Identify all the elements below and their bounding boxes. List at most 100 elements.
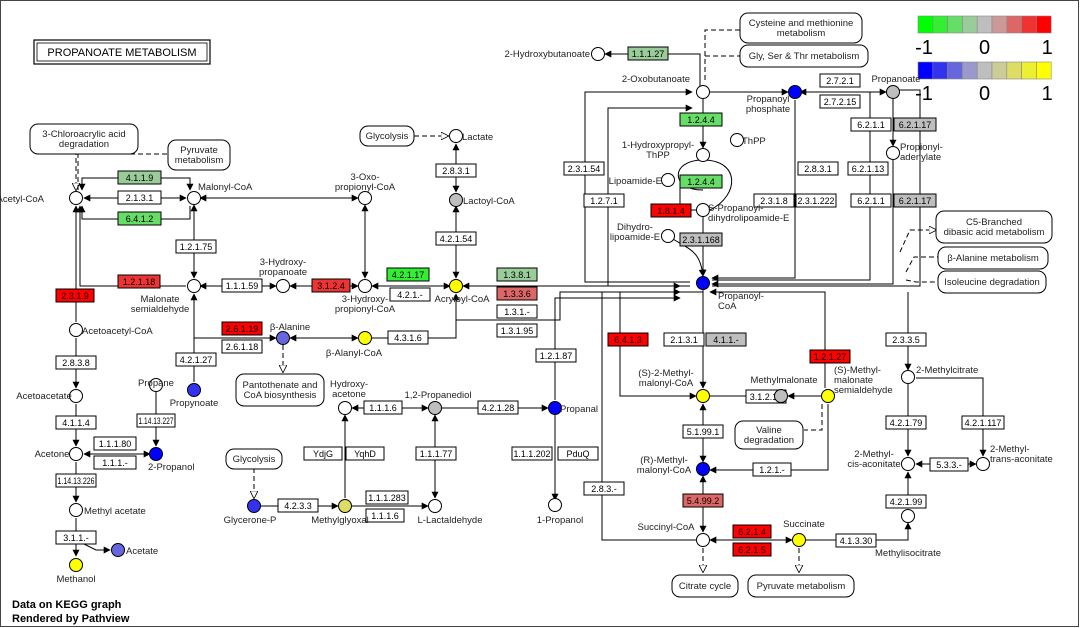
compound-node[interactable] [338, 499, 352, 513]
compound-methylglyoxal[interactable]: Methylglyoxal [311, 499, 369, 527]
enzyme-box[interactable]: 1.14.13.226 [55, 473, 97, 488]
compound-node[interactable] [428, 499, 442, 513]
enzyme-box[interactable]: 2.3.3.5 [885, 332, 927, 347]
compound-node[interactable] [69, 323, 83, 337]
enzyme-box[interactable]: 4.3.1.6 [387, 330, 429, 345]
compound-node[interactable] [661, 173, 675, 187]
enzyme-box[interactable]: 6.2.1.1 [850, 193, 892, 208]
compound-methanol[interactable]: Methanol [56, 558, 96, 586]
enzyme-box[interactable]: 1.1.1.59 [221, 278, 263, 293]
compound-2-propanol[interactable]: 2-Propanol [148, 447, 194, 474]
enzyme-box[interactable]: 5.3.3.- [929, 457, 969, 472]
enzyme-box[interactable]: 2.3.1.222 [795, 193, 837, 208]
compound-hydroxypropanoate[interactable]: 3-Hydroxy-propanoate [259, 257, 307, 293]
compound-node[interactable] [428, 401, 442, 415]
compound-propynoate[interactable]: Propynoate [170, 383, 219, 410]
compound-s-propanoyl[interactable]: S-Propanoyl-dihydrolipoamide-E [696, 203, 790, 224]
compound-node[interactable] [69, 191, 83, 205]
enzyme-box[interactable]: 4.1.1.4 [55, 415, 97, 430]
enzyme-box[interactable]: 2.8.3.- [583, 481, 625, 496]
enzyme-box[interactable]: 4.2.1.- [389, 287, 431, 302]
enzyme-box[interactable]: 2.6.1.18 [221, 339, 263, 354]
enzyme-box[interactable]: 4.2.1.117 [961, 415, 1005, 430]
compound-methylisocitrate[interactable]: Methylisocitrate [875, 509, 941, 560]
enzyme-box[interactable]: YqhD [345, 446, 385, 461]
compound-node[interactable] [111, 543, 125, 557]
compound-glycerone-p[interactable]: Glycerone-P [224, 499, 277, 527]
enzyme-box[interactable]: 3.1.2.4 [311, 278, 351, 293]
compound-acryloyl-coa[interactable]: Acryloyl-CoA [435, 279, 491, 306]
compound-hydroxypropionyl[interactable]: 3-Hydroxy-propionyl-CoA [335, 279, 396, 316]
enzyme-box[interactable]: 6.2.1.17 [893, 193, 937, 208]
enzyme-box[interactable]: 2.8.3.1 [797, 161, 839, 176]
enzyme-box[interactable]: 4.1.3.30 [835, 533, 877, 548]
enzyme-box[interactable]: PduQ [557, 446, 599, 461]
enzyme-box[interactable]: 6.2.1.4 [732, 524, 772, 539]
compound-acetyl-coa[interactable]: Acetyl-CoA [0, 191, 83, 206]
compound-node[interactable] [187, 279, 201, 293]
map-link[interactable]: β-Alanine metabolism [937, 246, 1049, 270]
compound-methylmalonate[interactable]: Methylmalonate [750, 375, 818, 403]
compound-hydroxyacetone[interactable]: Hydroxy-acetone [330, 379, 368, 415]
enzyme-box[interactable]: 6.2.1.13 [847, 161, 889, 176]
compound-node[interactable] [976, 457, 990, 471]
enzyme-box[interactable]: 6.4.1.2 [117, 211, 162, 226]
compound-acetoacetate[interactable]: Acetoacetate [16, 389, 83, 403]
enzyme-box[interactable]: 1.8.1.4 [650, 203, 692, 218]
compound-thpp[interactable]: ThPP [730, 133, 766, 148]
compound-lipoamide-e[interactable]: Lipoamide-E [609, 173, 675, 188]
compound-node[interactable] [788, 85, 802, 99]
compound-node[interactable] [792, 533, 806, 547]
compound-propionyl-adenylate[interactable]: Propionyl-adenylate [886, 142, 943, 163]
compound-node[interactable] [69, 503, 83, 517]
map-link[interactable]: Isoleucine degradation [937, 270, 1047, 294]
compound-node[interactable] [69, 447, 83, 461]
enzyme-box[interactable]: 2.6.1.19 [221, 321, 263, 336]
enzyme-box[interactable]: 2.1.3.1 [663, 332, 705, 347]
compound-hydroxypropyl-thpp[interactable]: 1-Hydroxypropyl-ThPP [622, 140, 710, 162]
compound-node[interactable] [187, 191, 201, 205]
enzyme-box[interactable]: 4.2.1.79 [885, 415, 927, 430]
compound-node[interactable] [821, 389, 835, 403]
compound-node[interactable] [449, 129, 463, 143]
compound-propane[interactable]: Propane [138, 378, 174, 392]
enzyme-box[interactable]: 2.3.1.9 [55, 288, 95, 303]
enzyme-box[interactable]: 4.2.1.28 [477, 400, 519, 415]
compound-node[interactable] [696, 462, 710, 476]
enzyme-box[interactable]: 4.2.1.54 [435, 231, 477, 246]
compound-node[interactable] [774, 389, 788, 403]
enzyme-box[interactable]: 5.1.99.1 [682, 424, 724, 439]
compound-node[interactable] [901, 457, 915, 471]
compound-succinyl-coa[interactable]: Succinyl-CoA [637, 522, 710, 547]
compound-node[interactable] [358, 331, 372, 345]
compound-node[interactable] [696, 148, 710, 162]
enzyme-box[interactable]: 1.14.13.227 [136, 413, 176, 428]
enzyme-box[interactable]: 1.1.1.27 [627, 46, 669, 61]
compound-node[interactable] [886, 85, 900, 99]
compound-beta-alanyl-coa[interactable]: β-Alanyl-CoA [326, 331, 383, 360]
enzyme-box[interactable]: 1.1.1.283 [365, 490, 409, 505]
compound-beta-alanine[interactable]: β-Alanine [270, 322, 310, 345]
compound-node[interactable] [548, 401, 562, 415]
compound-node[interactable] [886, 146, 900, 160]
compound-node[interactable] [901, 370, 915, 384]
enzyme-box[interactable]: 4.2.3.3 [277, 498, 319, 513]
enzyme-box[interactable]: 1.2.1.75 [175, 239, 217, 254]
compound-node[interactable] [696, 203, 710, 217]
compound-l-lactaldehyde[interactable]: L-Lactaldehyde [418, 499, 483, 527]
compound-node[interactable] [149, 378, 163, 392]
enzyme-box[interactable]: 4.1.1.9 [117, 170, 162, 185]
enzyme-box[interactable]: 6.2.1.5 [732, 542, 772, 557]
enzyme-box[interactable]: 4.2.1.17 [386, 267, 430, 282]
enzyme-box[interactable]: 1.3.8.1 [496, 267, 538, 282]
compound-r-methylmalonyl[interactable]: (R)-Methyl-malonyl-CoA [637, 455, 710, 476]
compound-node[interactable] [901, 509, 915, 523]
enzyme-box[interactable]: 1.1.1.77 [415, 446, 457, 461]
compound-2-oxobutanoate[interactable]: 2-Oxobutanoate [622, 74, 710, 99]
